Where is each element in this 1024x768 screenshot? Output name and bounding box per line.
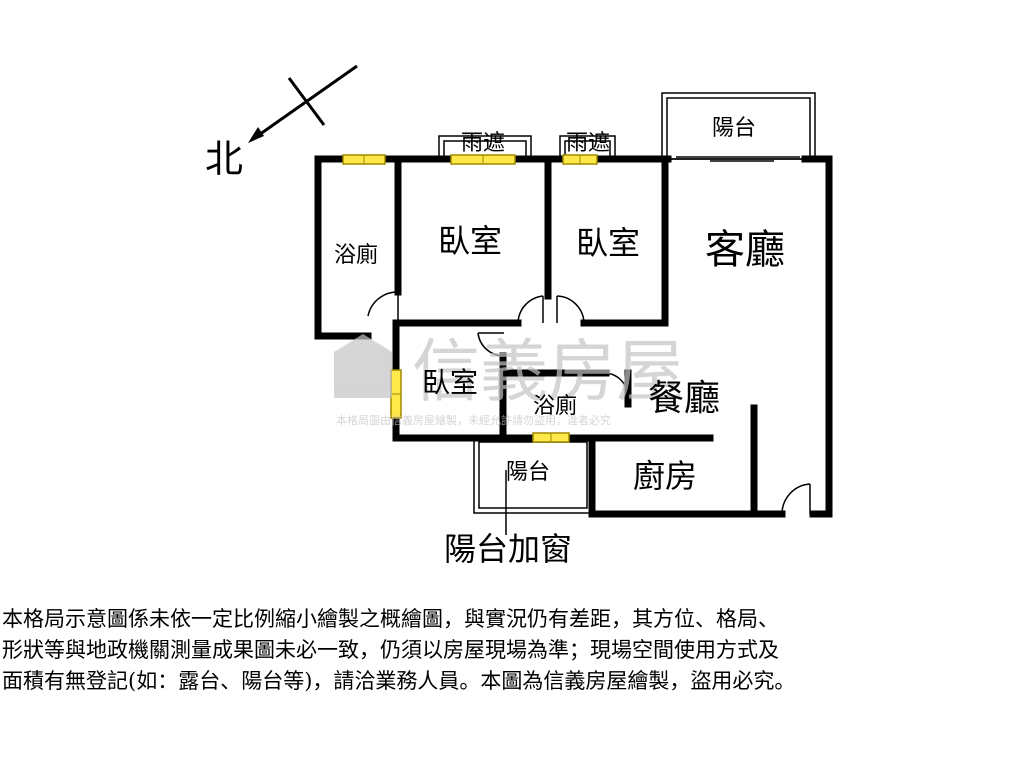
disclaimer-line-1: 本格局示意圖係未依一定比例縮小繪製之概繪圖，與實況仍有差距，其方位、格局、 bbox=[2, 607, 779, 631]
room-balcony-rear-label: 陽台 bbox=[506, 460, 550, 485]
room-balcony-front-label: 陽台 bbox=[712, 116, 756, 141]
brand-logo-icon bbox=[334, 334, 392, 398]
balcony-front bbox=[661, 92, 816, 160]
balcony-window-label: 陽台加窗 bbox=[444, 530, 572, 568]
room-bedroom-3-label: 臥室 bbox=[422, 366, 478, 399]
room-bedroom-1-label: 臥室 bbox=[438, 222, 502, 260]
room-living-label: 客廳 bbox=[705, 227, 785, 273]
floor-plan: 北 bbox=[205, 64, 833, 568]
room-bedroom-2-label: 臥室 bbox=[576, 224, 640, 262]
watermark-brand: 信義房屋 bbox=[412, 333, 684, 412]
awning-label-1: 雨遮 bbox=[461, 131, 505, 156]
watermark: 信義房屋 本格局圖由信義房屋繪製，未經允許請勿盜用，違者必究 bbox=[334, 333, 684, 427]
disclaimer: 本格局示意圖係未依一定比例縮小繪製之概繪圖，與實況仍有差距，其方位、格局、 形狀… bbox=[2, 604, 1022, 697]
disclaimer-line-2: 形狀等與地政機關測量成果圖未必一致，仍須以房屋現場為準；現場空間使用方式及 bbox=[2, 638, 779, 662]
north-arrow-icon bbox=[248, 64, 358, 143]
doors bbox=[367, 156, 811, 515]
room-bath-1-label: 浴廁 bbox=[334, 243, 378, 268]
disclaimer-line-3: 面積有無登記(如：露台、陽台等)，請洽業務人員。本圖為信義房屋繪製，盜用必究。 bbox=[2, 669, 796, 693]
room-kitchen-label: 廚房 bbox=[633, 457, 697, 495]
watermark-line: 本格局圖由信義房屋繪製，未經允許請勿盜用，違者必究 bbox=[336, 413, 611, 427]
room-dining-label: 餐廳 bbox=[648, 378, 720, 419]
compass-label: 北 bbox=[205, 137, 243, 181]
room-bath-2-label: 浴廁 bbox=[533, 394, 577, 419]
awning-label-2: 雨遮 bbox=[566, 131, 610, 156]
